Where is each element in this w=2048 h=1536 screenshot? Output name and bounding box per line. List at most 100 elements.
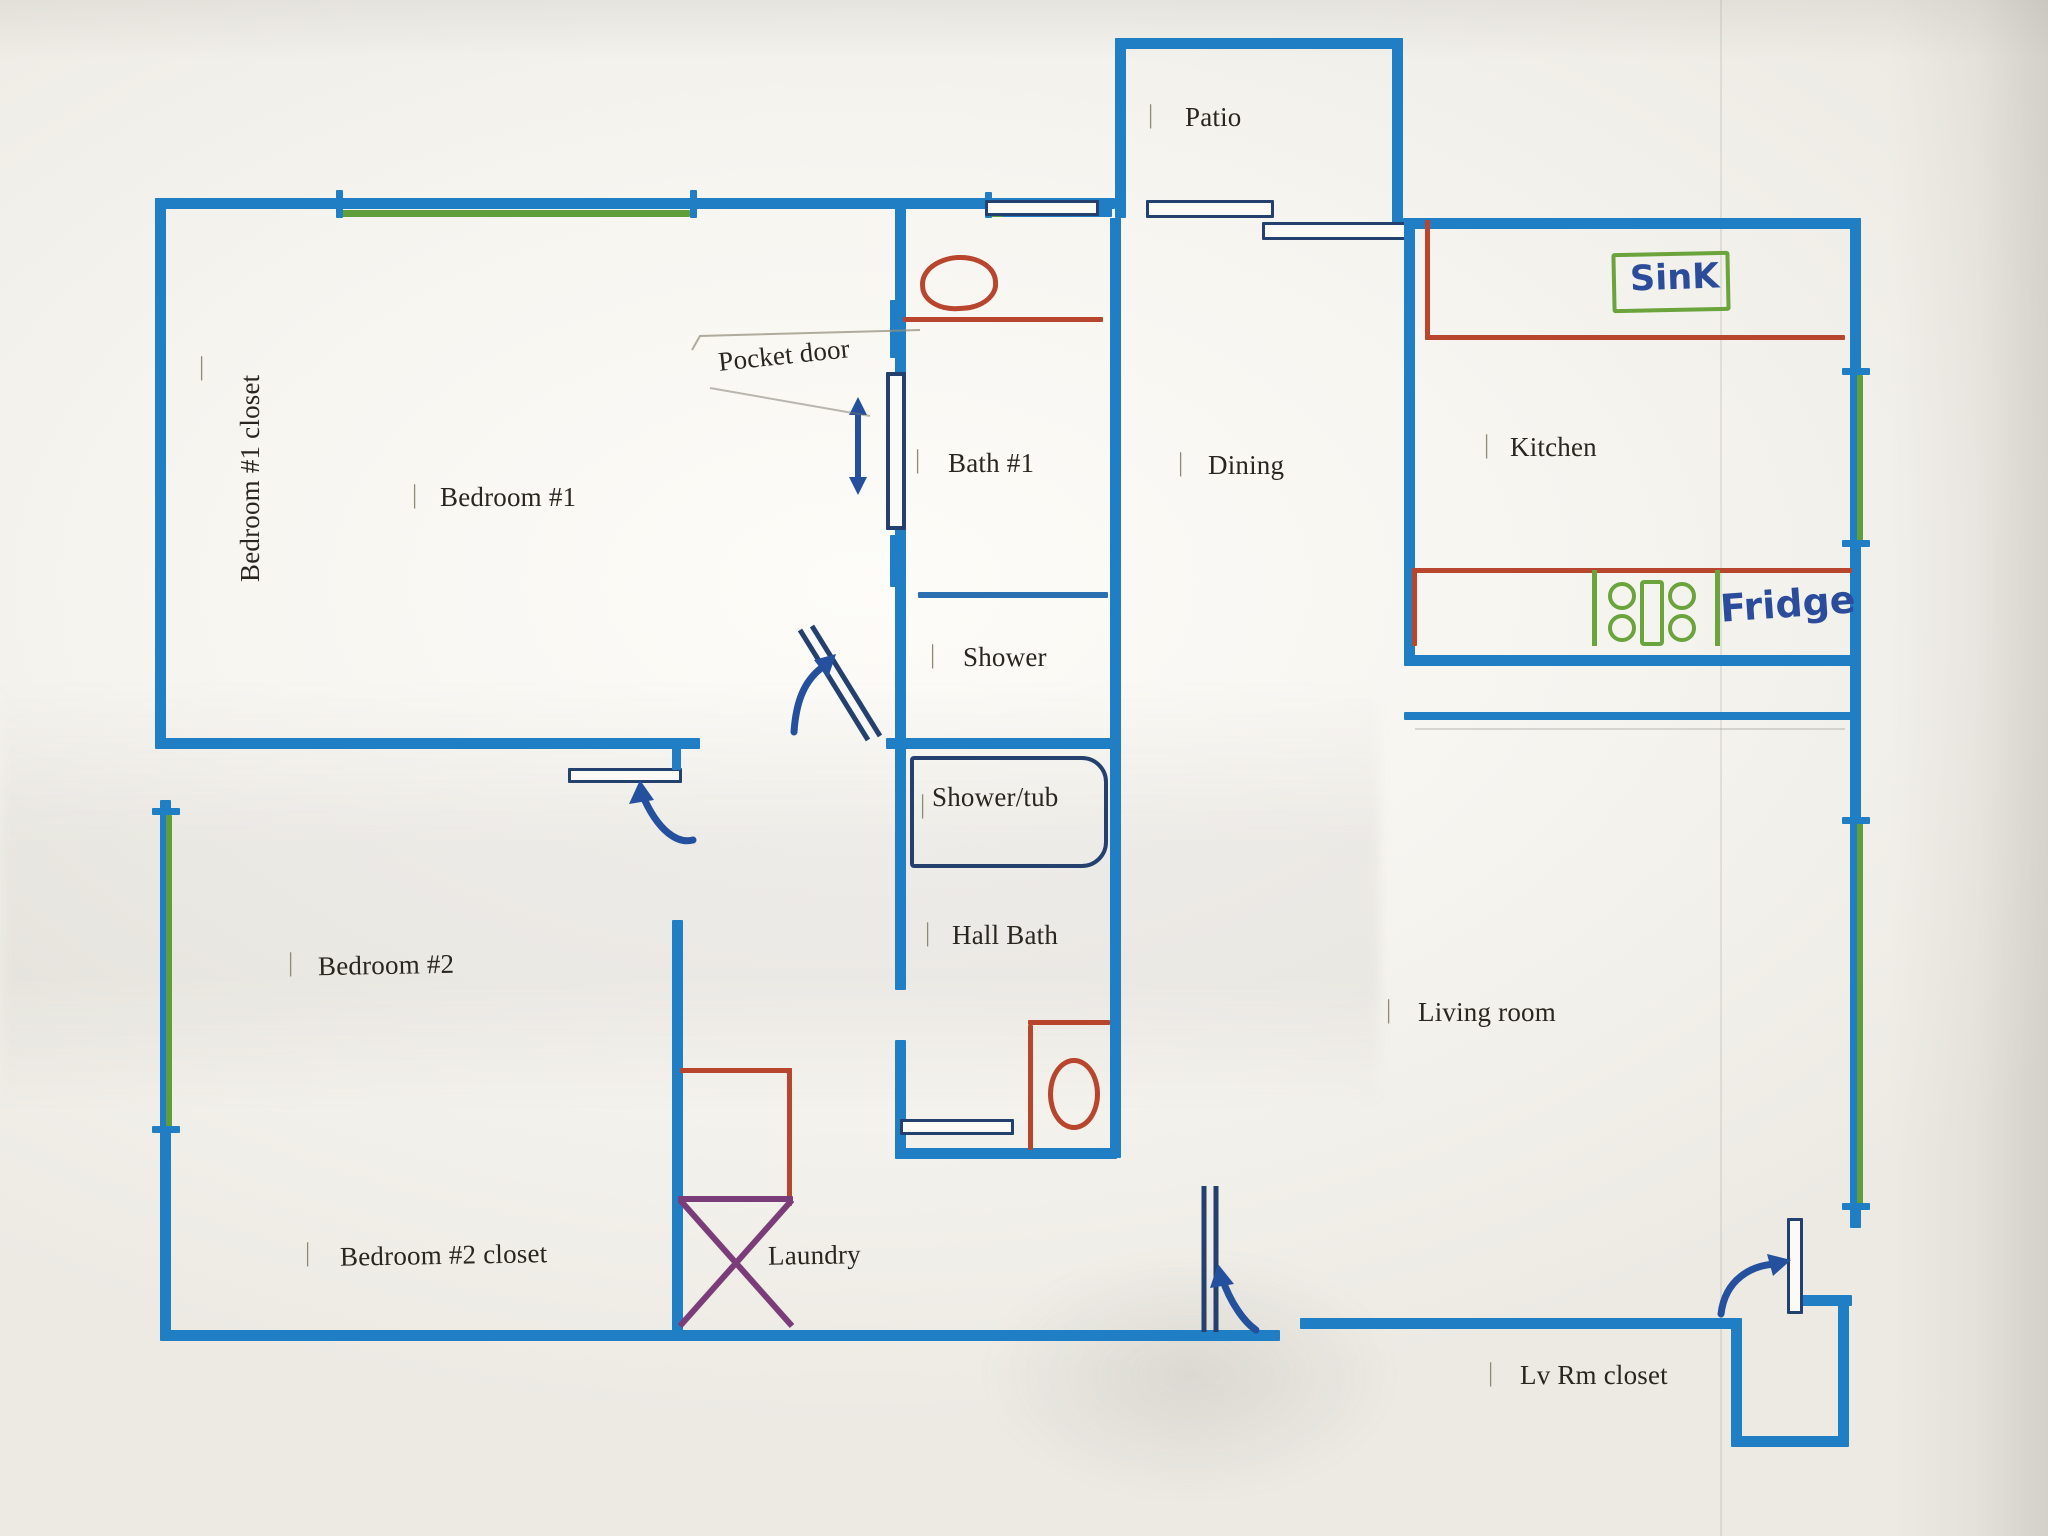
bath1-vanity-counter [903,317,1103,322]
laundry-wall-left [672,920,683,1332]
bedroom2-door-panel [568,768,682,783]
tick-bedroom1-closet: | [199,352,205,381]
exterior-wall-bottom-right [1300,1318,1740,1329]
pocket-door-jamb-bottom [890,535,898,587]
exterior-wall-right [1850,218,1861,1228]
lvrm-closet-wall-top [1790,1295,1852,1306]
label-kitchen: Kitchen [1510,432,1597,462]
label-bedroom1-closet: Bedroom #1 closet [235,374,265,582]
interior-wall-bedroom-divider [155,738,700,749]
label-bedroom2: Bedroom #2 [317,948,455,982]
lvrm-closet-door-arrow [1717,1254,1791,1318]
window-bedroom2-left [166,815,172,1130]
laundry-counter-top [680,1068,792,1073]
entry-door-swing [1201,1186,1260,1334]
lvrm-closet-wall-bottom [1731,1436,1849,1447]
stove-body [1592,570,1720,646]
living-room-upper-divider [1404,712,1854,720]
hallbath-toilet [1048,1058,1100,1130]
fridge-label: Fridge [1718,577,1857,631]
tick-hall-bath: | [925,918,931,947]
kitchen-wall-bottom [1404,655,1856,666]
bath-core-wall-left-lower [895,735,906,990]
hallbath-door-panel [900,1119,1014,1135]
hallbath-toilet-wall-left [1028,1025,1033,1150]
stove-oven-center [1640,580,1664,646]
window-mark-left-bottom [152,1126,180,1133]
label-living-room: Living room [1418,997,1556,1027]
label-lv-rm-closet: Lv Rm closet [1520,1360,1668,1390]
label-dining: Dining [1208,450,1285,480]
kitchen-counter-upper [1425,335,1845,340]
tick-lv-rm-closet: | [1488,1358,1494,1387]
tick-bedroom2: | [288,948,294,977]
label-bedroom2-closet: Bedroom #2 closet [339,1238,548,1272]
kitchen-counter-lower-left [1412,568,1417,646]
patio-wall-left [1115,38,1126,218]
tick-patio: | [1148,100,1154,129]
patio-slider-panel-2 [1262,222,1410,240]
bath-core-wall-bottom [895,1148,1117,1159]
lvrm-closet-wall-right [1838,1300,1849,1446]
exterior-wall-top-left [155,198,1115,209]
hallbath-toilet-wall-top [1028,1020,1110,1025]
tick-kitchen: | [1484,430,1490,459]
label-bath1: Bath #1 [948,448,1035,478]
laundry-washer-dryer-x [677,1198,795,1328]
stove-burner-bl [1608,614,1636,642]
pocket-door-panel [886,372,906,530]
window-mark-left-top [152,808,180,815]
label-laundry: Laundry [767,1239,862,1271]
bedroom1-door-swing [790,624,883,742]
scan-shadow-top-edge [0,0,2048,60]
pocket-door-leader-line [691,329,921,417]
bath-core-wall-left-bottom [895,1040,906,1158]
shower-divider-top [918,592,1108,598]
window-mark-right-l-bottom [1842,1203,1870,1210]
tick-bath1: | [915,445,921,474]
lvrm-closet-wall-left [1731,1318,1742,1446]
exterior-wall-bottom-left [160,1330,1280,1341]
kitchen-wall-left [1404,218,1415,660]
exterior-wall-left-upper [155,198,166,743]
stove-burner-br [1668,614,1696,642]
window-mark-top-right [690,190,697,218]
exterior-wall-top-right [1403,218,1861,229]
label-bedroom1: Bedroom #1 [440,482,577,512]
window-top-wall [340,210,690,217]
laundry-box-top [678,1196,793,1202]
label-hall-bath: Hall Bath [952,920,1059,950]
exterior-wall-left-lower [160,800,171,1340]
scan-shadow-blob [980,1250,1400,1500]
bath-core-wall-right [1110,218,1121,1158]
scan-shadow-right-edge [1890,0,2048,1536]
window-right-kitchen [1857,375,1863,543]
window-right-living [1857,823,1863,1208]
patio-wall-right [1392,38,1403,228]
tick-shower-tub: | [920,790,926,819]
pocket-door-jamb-top [890,300,898,358]
shower-divider-bottom [886,738,1116,749]
stove-burner-tl [1608,582,1636,610]
tick-living-room: | [1386,995,1392,1024]
laundry-counter-right [787,1068,792,1206]
window-mark-right-k-bottom [1842,540,1870,547]
bedroom2-door-jamb [672,738,681,770]
label-shower: Shower [963,642,1047,672]
window-mark-right-l-top [1842,817,1870,824]
tick-bedroom1: | [412,480,418,509]
lvrm-closet-door-panel [1787,1218,1803,1314]
window-mark-right-k-top [1842,368,1870,375]
tick-shower: | [930,640,936,669]
scan-artifact-line [1415,728,1845,730]
scan-shadow-band [0,680,1380,1110]
tick-dining: | [1178,448,1184,477]
stove-burner-tr [1668,582,1696,610]
bedroom2-door-arrow [629,780,697,845]
window-mark-top-left [336,190,343,218]
shower-tub-outline [910,756,1108,868]
tick-bedroom2-closet: | [305,1238,311,1267]
patio-slider-panel-1 [1146,200,1274,218]
